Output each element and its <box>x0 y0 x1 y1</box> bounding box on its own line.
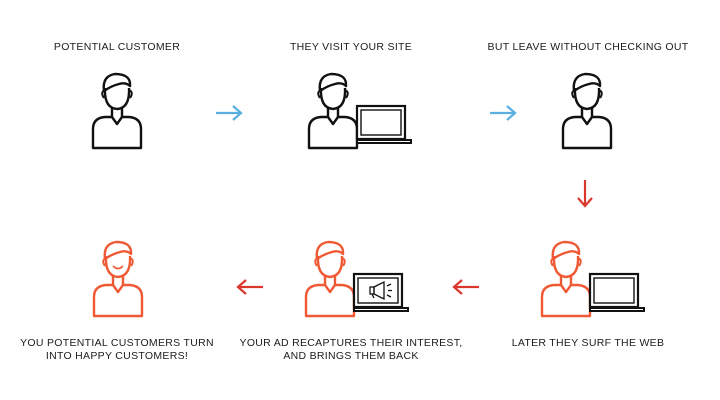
step-3-label: BUT LEAVE WITHOUT CHECKING OUT <box>487 41 689 53</box>
step-4-label: LATER THEY SURF THE WEB <box>511 337 665 349</box>
person-icon <box>304 240 356 318</box>
smile-icon <box>112 265 124 270</box>
laptop-icon <box>355 104 412 144</box>
person-icon <box>561 72 613 150</box>
person-icon <box>307 72 359 150</box>
step-6-label: YOU POTENTIAL CUSTOMERS TURN INTO HAPPY … <box>20 337 214 362</box>
person-icon <box>540 240 592 318</box>
laptop-icon <box>588 272 645 312</box>
person-icon <box>91 72 143 150</box>
arrow-right-icon <box>490 105 517 121</box>
step-1-label: POTENTIAL CUSTOMER <box>53 41 181 53</box>
arrow-left-icon <box>452 279 479 295</box>
step-5-label: YOUR AD RECAPTURES THEIR INTEREST, AND B… <box>239 337 463 362</box>
person-icon <box>92 240 144 318</box>
laptop-icon <box>352 272 409 312</box>
step-2-label: THEY VISIT YOUR SITE <box>289 41 413 53</box>
megaphone-icon <box>369 280 392 301</box>
arrow-left-icon <box>236 279 263 295</box>
arrow-right-icon <box>216 105 243 121</box>
arrow-down-icon <box>577 180 593 208</box>
